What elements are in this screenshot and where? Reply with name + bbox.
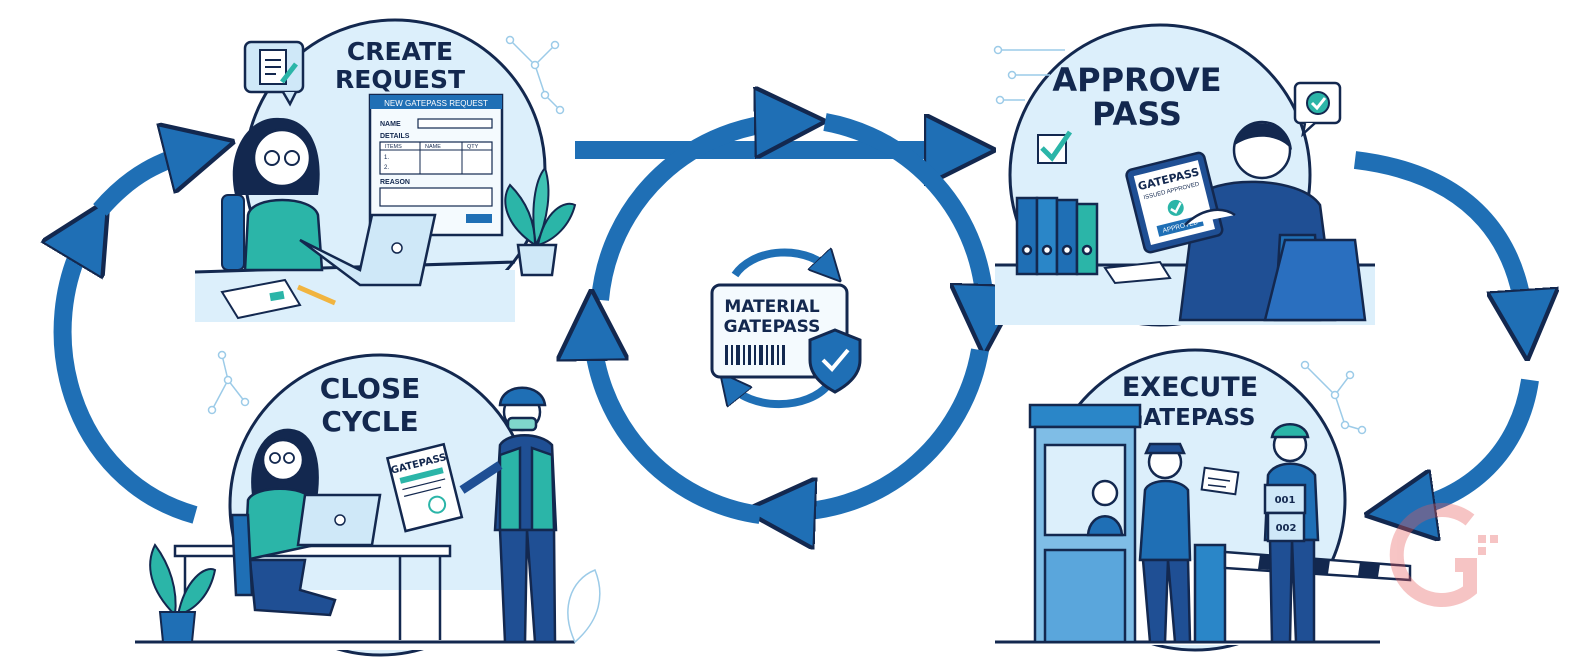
- papers-pencil-icon: [220, 278, 336, 320]
- create-title-line1: CREATE: [347, 37, 453, 66]
- network-decoration-icon: [505, 35, 565, 115]
- network-decoration-icon-2: [1300, 360, 1367, 435]
- gatepass-document: GATEPASS: [385, 442, 464, 533]
- plant-icon-2: [149, 543, 217, 643]
- watermark-logo: [1389, 503, 1498, 607]
- approve-title-line2: PASS: [1092, 95, 1182, 133]
- form-details-label: DETAILS: [380, 133, 410, 140]
- pass-card-icon: [1200, 466, 1240, 496]
- execute-title-line2: GATEPASS: [1125, 405, 1256, 431]
- arrow-left-up: [63, 230, 198, 524]
- create-title-line2: REQUEST: [335, 65, 465, 94]
- execute-title-line1: EXECUTE: [1122, 372, 1258, 403]
- close-title-line1: CLOSE: [320, 372, 421, 405]
- document-pencil-icon: [243, 40, 305, 107]
- circuit-decoration-icon: [993, 45, 1065, 105]
- form-col-items: ITEMS: [385, 144, 402, 150]
- desk-paper: [1103, 260, 1172, 285]
- form-col-name: NAME: [425, 144, 441, 150]
- arrow-left-top: [93, 150, 200, 216]
- guard-booth: [1028, 403, 1142, 644]
- close-title-line2: CYCLE: [321, 405, 418, 438]
- leaf-decoration-icon: [567, 569, 601, 644]
- center-line2: GATEPASS: [724, 317, 821, 337]
- box2-label: 002: [1276, 523, 1297, 534]
- form-name-label: NAME: [380, 121, 401, 128]
- step-create-request: CREATE REQUEST NEW GATEPASS REQUEST NAME…: [194, 18, 577, 322]
- network-decoration-icon-3: [207, 350, 250, 415]
- step-execute-gatepass: EXECUTE GATEPASS: [995, 348, 1498, 652]
- arrow-right-bottom: [1400, 378, 1539, 510]
- form-row1: 1.: [384, 155, 389, 161]
- form-row2: 2.: [384, 165, 389, 171]
- woman-at-laptop: [221, 117, 437, 287]
- center-line1: MATERIAL: [724, 297, 820, 317]
- binders-icon: [1015, 196, 1099, 276]
- check-bubble-icon: [1293, 81, 1342, 138]
- barcode-icon: [725, 345, 785, 365]
- center-cycle: [592, 122, 985, 515]
- material-gatepass-card: MATERIAL GATEPASS: [710, 252, 862, 409]
- security-guard: [1138, 442, 1192, 644]
- step-approve-pass: APPROVE PASS: [993, 23, 1375, 327]
- plant-icon: [504, 165, 577, 277]
- arrow-right-down: [1353, 151, 1525, 325]
- box1-label: 001: [1275, 495, 1296, 506]
- boxes-icon: 001 002: [1263, 483, 1307, 543]
- worker-in-vest: [459, 386, 558, 644]
- approval-tablet: GATEPASS ISSUED APPROVED APPROVED: [1125, 151, 1224, 254]
- approve-title-line1: APPROVE: [1052, 61, 1221, 99]
- woman-at-desk: [230, 428, 382, 617]
- form-col-qty: QTY: [467, 144, 479, 150]
- form-header: NEW GATEPASS REQUEST: [384, 99, 488, 108]
- step-close-cycle: CLOSE CYCLE GATEPASS: [135, 350, 601, 657]
- shield-check-icon: [808, 328, 862, 394]
- form-reason-label: REASON: [380, 179, 410, 186]
- new-gatepass-form: NEW GATEPASS REQUEST NAME DETAILS ITEMS …: [368, 93, 504, 237]
- checkbox-icon: [1037, 130, 1073, 164]
